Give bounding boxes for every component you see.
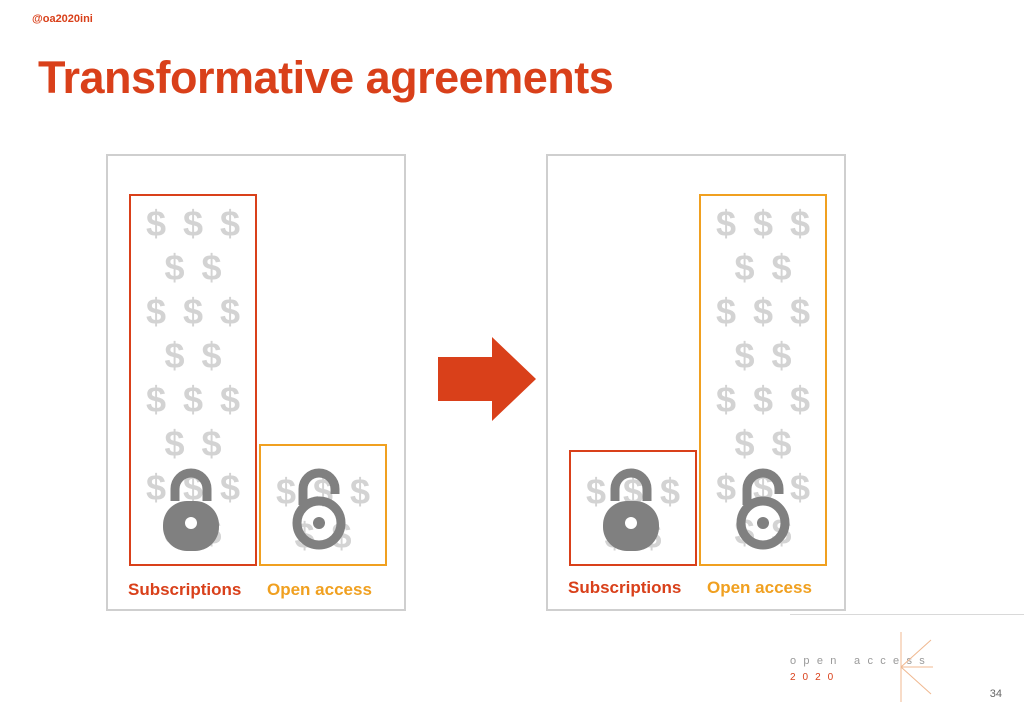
- dollar-sign: $: [275, 471, 297, 512]
- subscriptions-label: Subscriptions: [128, 580, 242, 599]
- dollar-sign: $: [201, 423, 222, 464]
- dollar-sign: $: [789, 379, 811, 420]
- dollar-sign: $: [201, 335, 222, 376]
- dollar-row: $ $ $: [701, 290, 825, 334]
- open-access-bar: $$$$$$$$$$$$$$$$$$$$: [699, 194, 827, 566]
- dollar-row: $$: [131, 246, 255, 290]
- right-arrow-icon: [438, 337, 536, 421]
- logo-year: 2020: [790, 672, 841, 683]
- dollar-sign: $: [164, 247, 185, 288]
- dollar-sign: $: [219, 379, 241, 420]
- logo-text: open access: [790, 655, 933, 667]
- subscriptions-label: Subscriptions: [568, 578, 682, 597]
- dollar-sign: $: [182, 203, 204, 244]
- dollar-sign: $: [219, 291, 241, 332]
- page-number: 34: [989, 688, 1002, 700]
- panel-after: $$$$$ $$$$$$$$$$$$$$$$$$$$ Subscriptions…: [546, 154, 846, 611]
- oa2020-logo-mark-icon: [900, 632, 933, 702]
- dollar-sign: $: [715, 291, 737, 332]
- footer-divider: [790, 614, 1024, 615]
- open-access-label: Open access: [267, 580, 372, 599]
- dollar-sign: $: [771, 423, 792, 464]
- dollar-row: $$: [701, 334, 825, 378]
- dollar-sign: $: [715, 379, 737, 420]
- dollar-row: $$: [701, 246, 825, 290]
- dollar-sign: $: [145, 467, 167, 508]
- dollar-sign: $: [164, 335, 185, 376]
- panel-before: $$$$$$$$$$$$$$$$$$$$ $$$$$ Subscriptions…: [106, 154, 406, 611]
- dollar-row: $ $ $: [701, 202, 825, 246]
- dollar-sign: $: [752, 203, 774, 244]
- dollar-sign: $: [752, 379, 774, 420]
- dollar-sign: $: [789, 291, 811, 332]
- dollar-sign: $: [182, 291, 204, 332]
- dollar-sign: $: [145, 203, 167, 244]
- dollar-sign: $: [659, 471, 681, 512]
- dollar-row: $$: [131, 334, 255, 378]
- dollar-stack: $$$$$$$$$$$$$$$$$$$$: [701, 202, 825, 554]
- dollar-sign: $: [771, 335, 792, 376]
- dollar-sign: $: [789, 203, 811, 244]
- dollar-row: $$: [131, 422, 255, 466]
- dollar-sign: $: [201, 247, 222, 288]
- dollar-sign: $: [734, 423, 755, 464]
- dollar-sign: $: [715, 467, 737, 508]
- dollar-sign: $: [752, 291, 774, 332]
- open-access-label: Open access: [707, 578, 812, 597]
- dollar-row: $ $ $: [131, 290, 255, 334]
- dollar-sign: $: [164, 423, 185, 464]
- dollar-sign: $: [734, 335, 755, 376]
- dollar-row: $ $ $: [131, 378, 255, 422]
- slide-title: Transformative agreements: [38, 52, 614, 103]
- open-access-padlock-icon: [736, 468, 790, 550]
- dollar-row: $$: [701, 422, 825, 466]
- dollar-sign: $: [715, 203, 737, 244]
- dollar-sign: $: [145, 291, 167, 332]
- dollar-row: $ $ $: [701, 378, 825, 422]
- dollar-sign: $: [219, 467, 241, 508]
- open-access-padlock-icon: [292, 468, 346, 550]
- dollar-sign: $: [734, 247, 755, 288]
- dollar-sign: $: [771, 247, 792, 288]
- dollar-row: $ $ $: [131, 202, 255, 246]
- dollar-sign: $: [182, 379, 204, 420]
- dollar-sign: $: [789, 467, 811, 508]
- dollar-sign: $: [349, 471, 371, 512]
- closed-padlock-icon: [603, 468, 659, 551]
- twitter-handle: @oa2020ini: [32, 13, 93, 25]
- dollar-sign: $: [585, 471, 607, 512]
- dollar-sign: $: [145, 379, 167, 420]
- dollar-sign: $: [219, 203, 241, 244]
- closed-padlock-icon: [163, 468, 219, 551]
